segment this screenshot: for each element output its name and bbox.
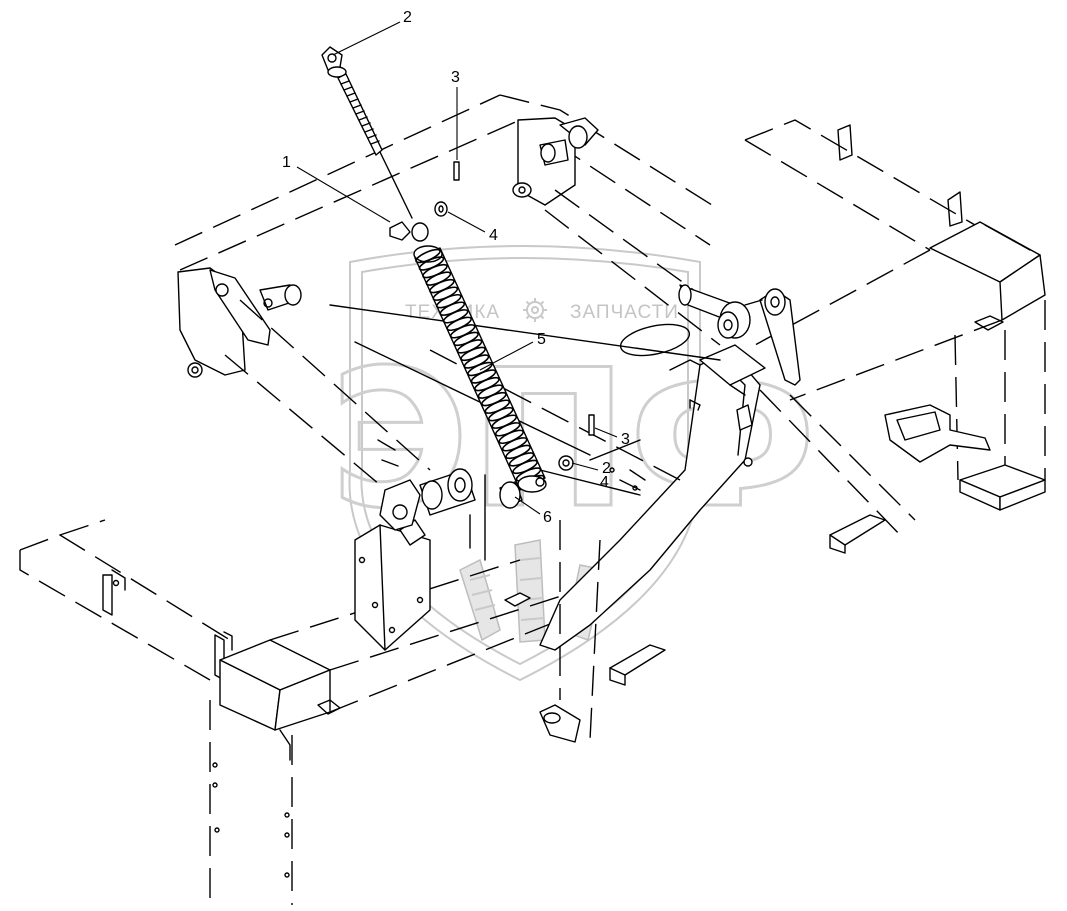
callout-6: 6 [543,509,552,526]
washer-part-4-upper [434,201,448,217]
gear-icon [523,298,547,322]
pin-part-3-lower [588,414,595,436]
callout-2-lower: 2 [602,460,611,477]
callout-3-lower: 3 [621,431,630,448]
callout-1: 1 [282,154,291,171]
spring-part-5 [413,245,547,493]
callout-4-lower: 4 [600,474,609,491]
callout-2: 2 [403,9,412,26]
left-frame-beam [19,519,233,681]
right-rear-frame [744,119,1046,401]
rear-top-frame [174,94,721,271]
lower-left-mounting-plate [354,519,431,651]
right-roller-hinge [678,284,801,386]
callout-5: 5 [537,331,546,348]
watermark-parts-text: ЗАПЧАСТИ [570,302,679,323]
callout-3-upper: 3 [451,69,460,86]
leader-lines [296,21,618,515]
rear-center-hinge-plate [512,117,599,206]
rear-left-hinge-plate [177,267,302,378]
left-vertical-post [209,699,341,905]
right-lower-bracket [759,389,916,554]
pin-part-3-upper [453,161,460,181]
callouts: 1 2 3 4 5 3 2 4 6 [282,9,630,526]
central-pivot-body [539,323,766,651]
eye-bolt-part-2 [321,46,413,219]
washer-part-4-lower [558,455,574,471]
left-lower-hinge [377,439,523,561]
right-vertical-post [884,300,1046,511]
callout-4-upper: 4 [489,227,498,244]
clip-part-1 [389,221,429,242]
lower-legs [504,467,666,743]
